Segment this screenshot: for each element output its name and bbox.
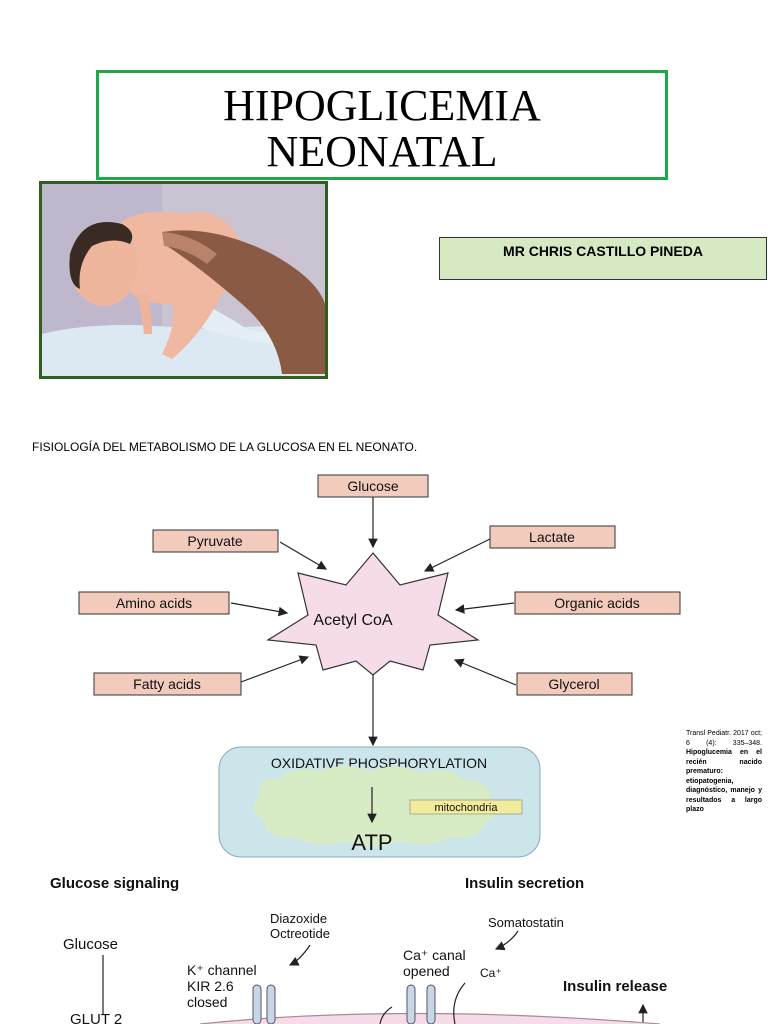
k-channel-left xyxy=(253,985,261,1024)
ca-channel-left xyxy=(407,985,415,1024)
citation: Transl Pediatr. 2017 oct; 6 (4): 335–348… xyxy=(686,729,762,815)
insulin-release-label: Insulin release xyxy=(563,978,667,995)
organic-acids-box: Organic acids xyxy=(515,592,680,614)
arrow-glycerol xyxy=(455,660,516,685)
title-box: HIPOGLICEMIA NEONATAL xyxy=(96,70,668,180)
somatostatin-label: Somatostatin xyxy=(488,915,564,930)
pyruvate-label: Pyruvate xyxy=(187,533,242,549)
glycerol-box: Glycerol xyxy=(517,673,632,695)
closed-label: closed xyxy=(187,994,227,1010)
citation-title: Hipoglucemia en el recién nacido prematu… xyxy=(686,749,762,813)
ca-canal-label: Ca⁺ canal xyxy=(403,947,466,963)
ca-ion-label: Ca⁺ xyxy=(480,966,502,980)
lactate-label: Lactate xyxy=(529,529,575,545)
diazoxide-arrow xyxy=(290,945,310,965)
section-heading: FISIOLOGÍA DEL METABOLISMO DE LA GLUCOSA… xyxy=(32,440,417,454)
insulin-secretion-heading: Insulin secretion xyxy=(465,875,584,892)
pyruvate-box: Pyruvate xyxy=(153,530,278,552)
arrow-pyruvate xyxy=(280,542,326,569)
opened-label: opened xyxy=(403,963,450,979)
amino-acids-box: Amino acids xyxy=(79,592,229,614)
oxphos-box: OXIDATIVE PHOSPHORYLATION mitochondria A… xyxy=(219,747,540,857)
arrow-lactate xyxy=(425,539,490,571)
glycerol-label: Glycerol xyxy=(548,676,599,692)
author-box: MR CHRIS CASTILLO PINEDA xyxy=(439,237,767,280)
fatty-acids-box: Fatty acids xyxy=(94,673,241,695)
acetyl-coa-diagram: Acetyl CoA Glucose Pyruvate Lactate Amin… xyxy=(0,465,768,865)
organic-acids-label: Organic acids xyxy=(554,595,640,611)
lactate-box: Lactate xyxy=(490,526,615,548)
diazoxide-label: Diazoxide xyxy=(270,911,327,926)
citation-ref: Transl Pediatr. 2017 oct; 6 (4): 335–348… xyxy=(686,730,762,747)
title-line-1: HIPOGLICEMIA xyxy=(99,83,665,129)
newborn-photo-illustration xyxy=(42,184,325,376)
k-channel-label: K⁺ channel xyxy=(187,962,257,978)
fatty-acids-label: Fatty acids xyxy=(133,676,201,692)
k-channel-right xyxy=(267,985,275,1024)
mitochondria-label: mitochondria xyxy=(435,802,499,814)
title-line-2: NEONATAL xyxy=(99,129,665,175)
atp-label: ATP xyxy=(351,830,392,855)
insulin-signaling-diagram: Glucose signaling Insulin secretion Gluc… xyxy=(0,865,768,1024)
acetyl-coa-label: Acetyl CoA xyxy=(313,612,392,629)
octreotide-label: Octreotide xyxy=(270,926,330,941)
amino-acids-label: Amino acids xyxy=(116,595,192,611)
arrow-fatty-acids xyxy=(241,657,308,682)
somatostatin-arrow xyxy=(496,931,518,949)
glut2-label: GLUT 2 xyxy=(70,1011,122,1024)
glucose-text: Glucose xyxy=(63,936,118,953)
arrow-amino-acids xyxy=(231,603,287,613)
arrow-organic-acids xyxy=(456,603,514,610)
glucose-box: Glucose xyxy=(318,475,428,497)
glucose-signaling-heading: Glucose signaling xyxy=(50,875,179,892)
ca-channel-right xyxy=(427,985,435,1024)
glucose-label: Glucose xyxy=(347,478,399,494)
newborn-photo xyxy=(39,181,328,379)
kir-label: KIR 2.6 xyxy=(187,978,234,994)
